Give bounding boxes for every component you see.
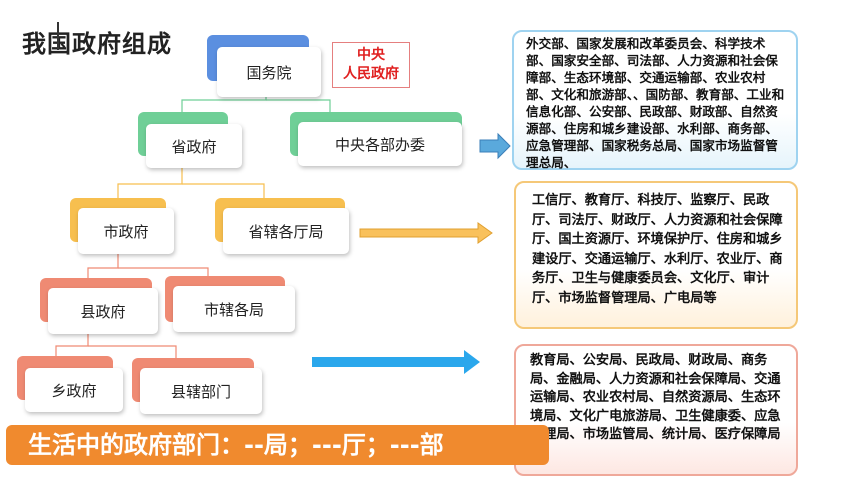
node-provincial-government-label: 省政府 <box>146 124 242 168</box>
connector-city-to-county <box>87 252 119 278</box>
central-government-line2: 人民政府 <box>343 66 399 82</box>
ministries-text: 外交部、国家发展和改革委员会、科学技术部、国家安全部、司法部、人力资源和社会保障… <box>526 36 785 170</box>
node-state-council-label: 国务院 <box>217 47 321 97</box>
central-government-label: 中央 人民政府 <box>332 42 410 88</box>
node-central-ministries-label: 中央各部办委 <box>298 122 462 166</box>
connector-city-to-citybureaus <box>118 267 209 276</box>
connector-provincial-to-bureaus <box>182 183 265 198</box>
arrow-to-ministries-icon <box>479 132 511 160</box>
connector-county-to-countydept <box>88 345 177 358</box>
departments-panel: 工信厅、教育厅、科技厅、监察厅、民政厅、司法厅、财政厅、人力资源和社会保障厅、国… <box>514 181 798 329</box>
node-city-government-label: 市政府 <box>78 208 174 254</box>
summary-banner: 生活中的政府部门：--局；---厅；---部 <box>6 425 549 465</box>
central-government-line1: 中央 <box>357 47 385 63</box>
ministries-panel: 外交部、国家发展和改革委员会、科学技术部、国家安全部、司法部、人力资源和社会保障… <box>512 30 798 170</box>
connector-state-to-ministries <box>266 99 331 112</box>
bureaus-text: 教育局、公安局、民政局、财政局、商务局、金融局、人力资源和社会保障局、交通运输局… <box>530 353 781 443</box>
page-title: 我国政府组成 <box>22 30 172 58</box>
departments-text: 工信厅、教育厅、科技厅、监察厅、民政厅、司法厅、财政厅、人力资源和社会保障厅、国… <box>532 193 783 306</box>
node-township-government-label: 乡政府 <box>25 368 123 412</box>
title-divider <box>57 22 59 50</box>
connector-provincial-to-city <box>117 166 183 198</box>
connector-county-to-township <box>55 332 89 356</box>
arrow-to-departments-icon <box>359 222 493 244</box>
node-county-departments-label: 县辖部门 <box>140 368 262 414</box>
bureaus-panel: 教育局、公安局、民政局、财政局、商务局、金融局、人力资源和社会保障局、交通运输局… <box>514 344 798 476</box>
node-city-bureaus-label: 市辖各局 <box>173 286 295 332</box>
arrow-to-bureaus-icon <box>312 350 480 374</box>
node-provincial-bureaus-label: 省辖各厅局 <box>223 208 349 254</box>
node-county-government-label: 县政府 <box>48 288 158 334</box>
